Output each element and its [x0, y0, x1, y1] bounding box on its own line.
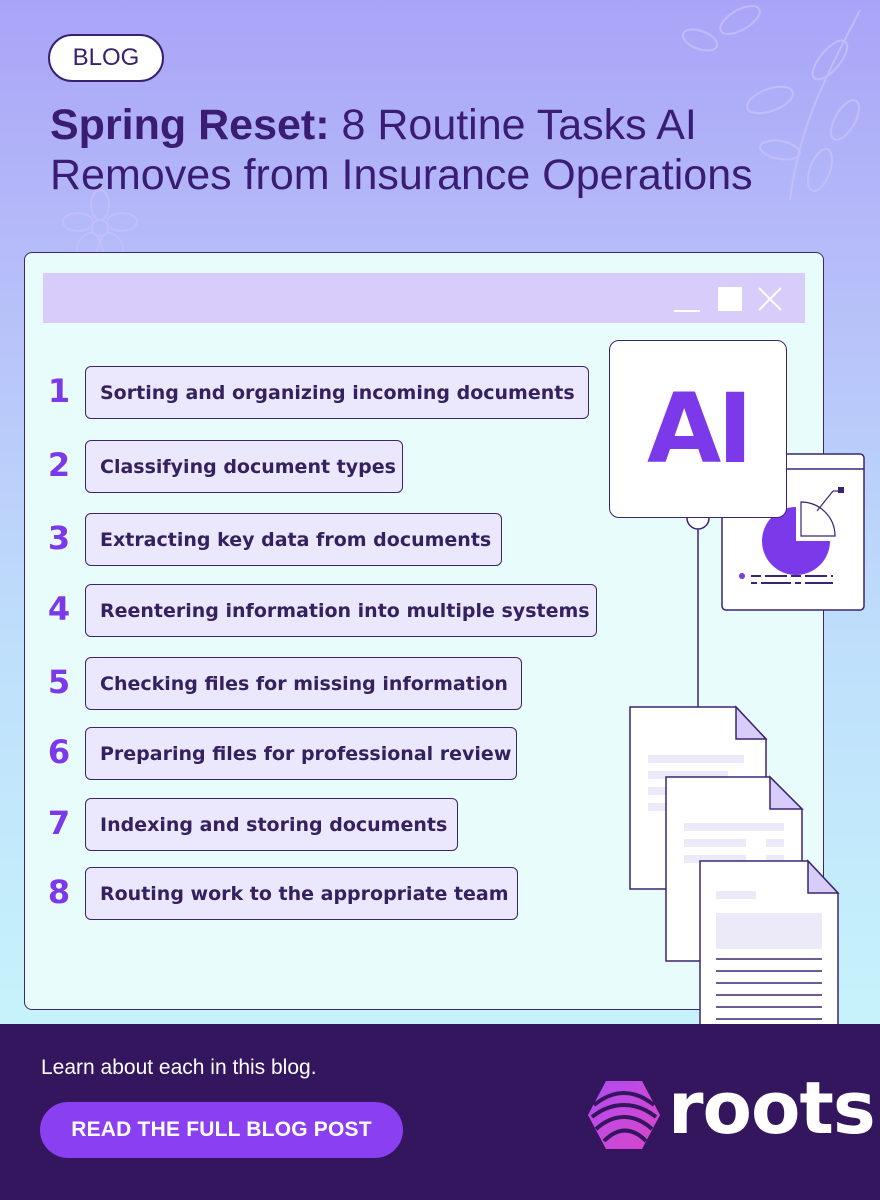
- page-title: Spring Reset: 8 Routine Tasks AI Removes…: [50, 100, 850, 200]
- title-line1-rest: 8 Routine Tasks AI: [329, 101, 697, 149]
- task-number: 2: [47, 446, 71, 484]
- read-blog-button[interactable]: READ THE FULL BLOG POST: [40, 1102, 403, 1158]
- task-item: Sorting and organizing incoming document…: [85, 366, 589, 419]
- task-number: 1: [47, 372, 71, 410]
- ai-card: AI: [609, 340, 787, 518]
- task-item: Preparing files for professional review: [85, 727, 517, 780]
- close-icon[interactable]: [756, 285, 784, 313]
- title-line2: Removes from Insurance Operations: [50, 151, 753, 199]
- task-item: Indexing and storing documents: [85, 798, 458, 851]
- footer-text: Learn about each in this blog.: [41, 1056, 317, 1079]
- task-item: Classifying document types: [85, 440, 403, 493]
- task-item: Extracting key data from documents: [85, 513, 502, 566]
- minimize-icon[interactable]: [672, 290, 702, 314]
- task-number: 4: [47, 590, 71, 628]
- blog-tag: BLOG: [48, 34, 164, 82]
- decorative-leaves: [62, 5, 861, 260]
- task-number: 5: [47, 663, 71, 701]
- task-number: 7: [47, 804, 71, 842]
- window-titlebar: [43, 273, 805, 323]
- task-number: 8: [47, 873, 71, 911]
- task-item: Reentering information into multiple sys…: [85, 584, 597, 637]
- document-icon: [629, 705, 840, 1042]
- maximize-icon[interactable]: [716, 285, 744, 313]
- connector-line: [686, 506, 710, 713]
- task-number: 3: [47, 519, 71, 557]
- title-highlight: Spring Reset:: [50, 101, 330, 149]
- roots-logo-text: roots: [668, 1066, 876, 1150]
- task-number: 6: [47, 733, 71, 771]
- task-item: Checking files for missing information: [85, 657, 522, 710]
- task-item: Routing work to the appropriate team: [85, 867, 518, 920]
- roots-logo-mark: [588, 1081, 660, 1149]
